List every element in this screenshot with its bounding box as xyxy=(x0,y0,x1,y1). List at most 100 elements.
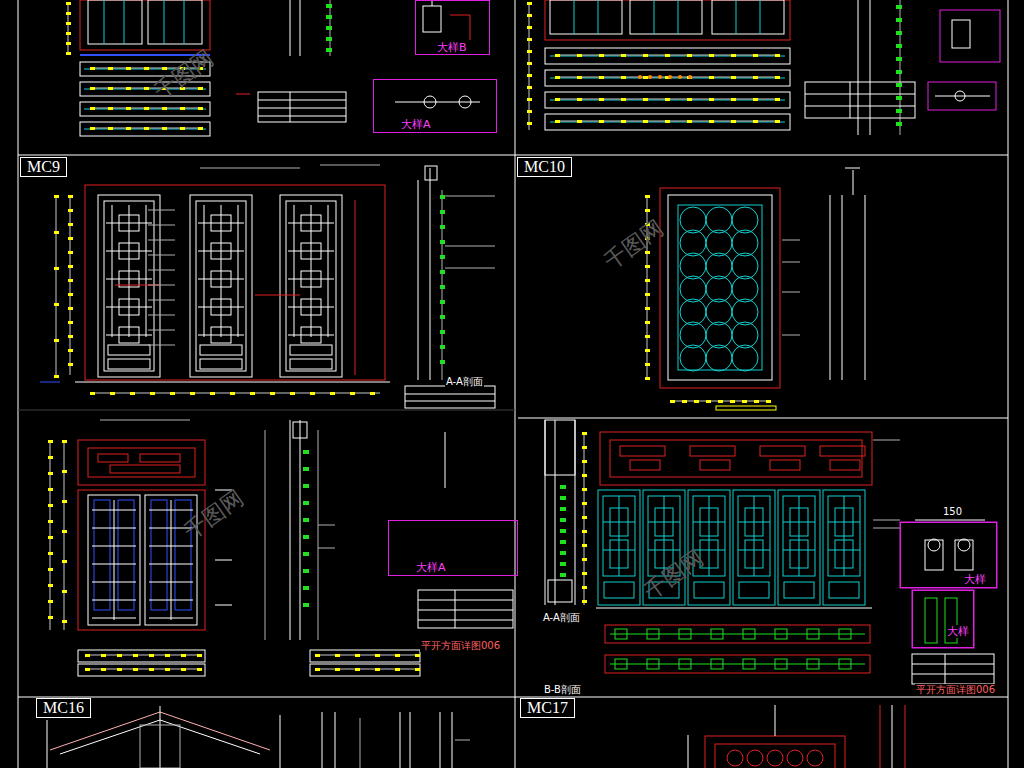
dimension-tick xyxy=(582,488,587,491)
dimension-tick xyxy=(577,98,582,101)
drawing-rect xyxy=(835,508,853,536)
dimension-tick xyxy=(621,54,626,57)
drawing-rect xyxy=(668,195,772,380)
lattice-circle xyxy=(680,253,706,279)
drawing-line xyxy=(124,0,125,44)
drawing-rect xyxy=(545,420,575,475)
dimension-tick xyxy=(198,107,203,110)
drawing-line xyxy=(418,180,419,380)
drawing-line xyxy=(873,440,900,441)
dimension-tick xyxy=(730,400,735,403)
drawing-line xyxy=(148,300,175,301)
dimension-tick xyxy=(198,87,203,90)
section-tick xyxy=(560,496,566,500)
drawing-rect xyxy=(839,629,851,639)
drawing-rect xyxy=(78,440,205,485)
drawing-rect xyxy=(912,654,994,684)
drawing-rect xyxy=(85,185,385,380)
lattice-circle xyxy=(732,207,758,233)
dimension-tick xyxy=(48,616,53,619)
section-tick xyxy=(896,109,902,113)
drawing-line xyxy=(184,0,185,44)
dimension-tick xyxy=(687,98,692,101)
dimension-tick xyxy=(645,279,650,282)
drawing-rect xyxy=(605,655,870,673)
section-tick xyxy=(896,70,902,74)
drawing-line xyxy=(146,205,147,337)
drawing-line xyxy=(114,500,115,620)
dimension-tick xyxy=(350,392,355,395)
drawing-rect xyxy=(828,496,860,576)
drawing-rect xyxy=(705,736,845,768)
dimension-tick xyxy=(753,98,758,101)
drawing-line xyxy=(300,0,301,56)
drawing-line xyxy=(280,715,281,768)
dimension-tick xyxy=(54,267,59,270)
dimension-tick xyxy=(144,127,149,130)
dimension-tick xyxy=(126,107,131,110)
detail-callout-box: 大样A xyxy=(373,79,497,133)
section-tick xyxy=(440,285,445,289)
lattice-circle xyxy=(680,299,706,325)
drawing-line xyxy=(92,582,136,583)
drawing-line xyxy=(915,520,985,521)
dimension-tick xyxy=(117,654,122,657)
drawing-rect xyxy=(98,195,160,377)
dimension-tick xyxy=(68,293,73,296)
dimension-tick xyxy=(290,392,295,395)
section-tick xyxy=(560,551,566,555)
drawing-line xyxy=(470,15,471,40)
drawing-line xyxy=(18,697,1008,698)
drawing-line xyxy=(238,205,239,337)
dimension-tick xyxy=(527,110,532,113)
drawing-line xyxy=(912,674,994,675)
dimension-tick xyxy=(709,120,714,123)
drawing-line xyxy=(858,0,859,135)
dimension-tick xyxy=(90,87,95,90)
dimension-tick xyxy=(126,127,131,130)
dimension-tick xyxy=(527,122,532,125)
dimension-tick xyxy=(527,50,532,53)
dimension-tick xyxy=(144,67,149,70)
dimension-tick xyxy=(527,98,532,101)
dimension-tick xyxy=(582,516,587,519)
dimension-tick xyxy=(527,74,532,77)
drawing-line xyxy=(603,550,635,551)
detail-label: 大样B xyxy=(436,41,468,54)
dimension-tick xyxy=(577,76,582,79)
drawing-rect xyxy=(925,540,943,570)
section-tick xyxy=(560,573,566,577)
drawing-line xyxy=(149,600,193,601)
dimension-tick xyxy=(370,392,375,395)
dimension-tick xyxy=(66,42,71,45)
dimension-tick xyxy=(180,127,185,130)
dimension-tick xyxy=(645,293,650,296)
drawing-line xyxy=(610,664,865,665)
drawing-line xyxy=(92,618,136,619)
dimension-tick xyxy=(599,120,604,123)
dimension-tick xyxy=(68,209,73,212)
drawing-line xyxy=(873,528,900,529)
section-tick xyxy=(896,44,902,48)
drawing-line xyxy=(64,440,65,630)
drawing-line xyxy=(455,740,470,741)
drawing-rect xyxy=(418,590,513,628)
drawing-rect xyxy=(700,460,730,470)
drawing-rect xyxy=(928,82,996,110)
drawing-rect xyxy=(807,659,819,669)
drawing-rect xyxy=(211,215,231,231)
drawing-line xyxy=(288,307,334,308)
dimension-tick xyxy=(582,530,587,533)
drawing-line xyxy=(405,394,495,395)
drawing-rect xyxy=(148,0,202,44)
drawing-line xyxy=(318,430,319,640)
drawing-line xyxy=(418,610,513,611)
drawing-rect xyxy=(952,20,970,48)
dimension-tick xyxy=(181,668,186,671)
drawing-line xyxy=(148,255,175,256)
lattice-circle xyxy=(732,276,758,302)
drawing-line xyxy=(148,240,175,241)
lattice-circle xyxy=(706,276,732,302)
drawing-line xyxy=(654,0,655,34)
